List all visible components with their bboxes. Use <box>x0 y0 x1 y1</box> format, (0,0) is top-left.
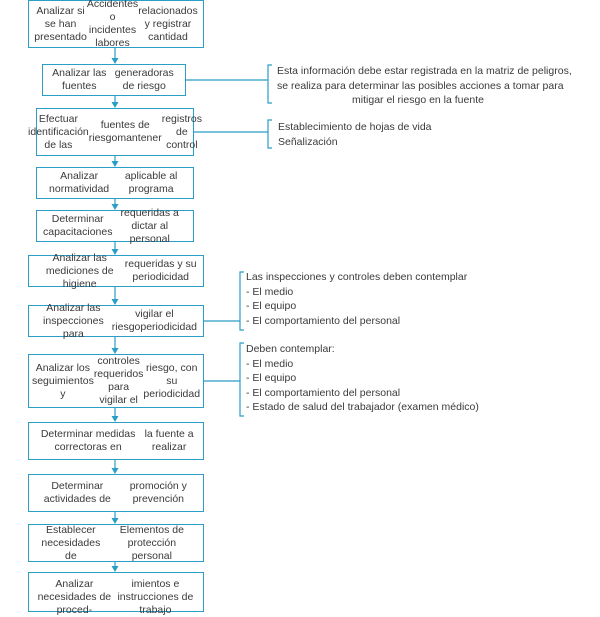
step-line: Elementos de protección personal <box>119 523 184 562</box>
step-line: generadoras de riesgo <box>114 67 174 92</box>
note-followup-scope: Deben contemplar: - El medio - El equipo - … <box>246 342 479 415</box>
note-line: mitigar el riesgo en la fuente <box>352 94 484 106</box>
step-line: controles requeridos para vigilar el <box>93 355 144 406</box>
step-line: Efectuar identificación de las <box>28 112 89 151</box>
note-inspections-scope: Las inspecciones y controles deben conte… <box>246 270 467 328</box>
step-line: Determinar actividades de <box>43 480 111 505</box>
note-line: - El equipo <box>246 300 297 312</box>
step-line: Establecer necesidades de <box>41 523 101 562</box>
arrow-head <box>111 161 119 167</box>
step-promotion-prevention: Determinar actividades de promoción y pre… <box>28 474 204 512</box>
step-corrective-measures: Determinar medidas correctoras en la fuen… <box>28 422 204 460</box>
connector-layer <box>111 48 272 572</box>
step-line: promoción y prevención <box>129 480 187 505</box>
note-line: Las inspecciones y controles deben conte… <box>246 271 468 283</box>
note-line: Señalización <box>278 135 338 148</box>
step-analyze-inspections: Analizar las inspecciones para vigilar el… <box>28 302 204 340</box>
step-line: riesgo, con su periodicidad <box>143 361 201 400</box>
step-analyze-regulations: Analizar normatividad aplicable al progra… <box>36 167 194 199</box>
step-line: vigilar el riesgoperiodicidad <box>111 308 198 333</box>
note-line: se realiza para determinar las posibles … <box>277 79 564 92</box>
note-hazard-matrix: Esta información debe estar registrada e… <box>277 64 572 108</box>
note-line: Deben contemplar: <box>246 343 335 355</box>
note-bracket <box>267 119 272 149</box>
arrow-head <box>111 249 119 255</box>
step-line: fuentes de riesgomantener <box>88 119 162 144</box>
step-line: Analizar normatividad <box>49 170 110 195</box>
note-line: - Estado de salud del trabajador (examen… <box>246 401 479 413</box>
note-line: Establecimiento de hojas de vida <box>278 121 432 133</box>
note-line: - El medio <box>246 357 294 370</box>
step-line: Analizar los seguimientos y <box>31 361 94 400</box>
step-line: Determinar capacitaciones <box>43 213 113 238</box>
step-analyze-hygiene-measurements: Analizar las mediciones de higiene requer… <box>28 252 204 290</box>
step-line: Accidentes o incidentes labores <box>86 0 139 49</box>
step-line: relacionados y registrar cantidad <box>138 4 198 43</box>
note-line: - El medio <box>246 285 294 298</box>
arrow-head <box>111 58 119 64</box>
arrow-head <box>111 518 119 524</box>
note-line: - El equipo <box>246 372 297 384</box>
step-line: registros de control <box>161 112 202 151</box>
step-line: Analizar las mediciones de higiene <box>45 251 114 290</box>
arrow-head <box>111 102 119 108</box>
arrow-head <box>111 204 119 210</box>
note-bracket <box>239 271 244 331</box>
step-line: Determinar medidas correctoras en <box>40 428 136 453</box>
step-determine-training: Determinar capacitaciones requeridas a di… <box>36 207 194 245</box>
arrow-head <box>111 416 119 422</box>
arrow-head <box>111 468 119 474</box>
arrow-head <box>111 299 119 305</box>
step-analyze-risk-sources: Analizar las fuentes generadoras de riesg… <box>42 64 186 96</box>
step-line: la fuente a realizar <box>144 428 194 453</box>
step-work-procedures: Analizar necesidades de proced-imientos … <box>28 572 204 616</box>
step-line: Analizar las inspecciones para <box>43 301 104 340</box>
note-bracket <box>267 64 272 104</box>
note-line: - El comportamiento del personal <box>246 386 401 399</box>
step-line: imientos e instrucciones de trabajo <box>117 578 194 616</box>
step-line: requeridas a dictar al personal <box>120 206 179 245</box>
note-line: Esta información debe estar registrada e… <box>277 65 572 77</box>
note-line: - El comportamiento del personal <box>246 314 401 327</box>
step-line: Analizar si se han presentado <box>34 4 87 43</box>
step-protection-elements: Establecer necesidades de Elementos de pr… <box>28 524 204 562</box>
step-line: Analizar necesidades de proced- <box>37 578 112 616</box>
step-line: Analizar las fuentes <box>52 67 107 92</box>
arrow-head <box>111 566 119 572</box>
step-line: requeridas y su periodicidad <box>124 258 197 283</box>
arrow-head <box>111 348 119 354</box>
step-line: aplicable al programa <box>124 170 178 195</box>
note-bracket <box>239 342 244 417</box>
